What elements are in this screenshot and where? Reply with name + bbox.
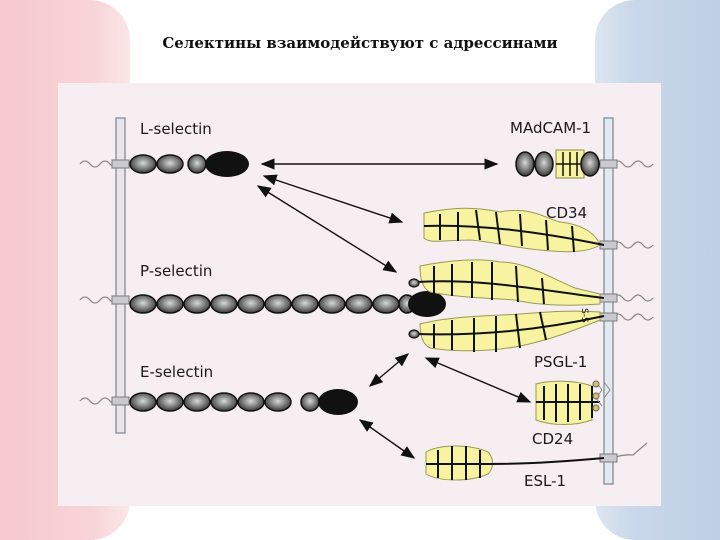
e-selectin-molecule — [129, 389, 358, 415]
left-cytoplasmic-tails — [79, 160, 121, 405]
l-selectin-molecule — [129, 151, 249, 177]
esl-1-molecule — [425, 445, 605, 481]
arrow-l-selectin-cd34 — [262, 174, 404, 224]
l-selectin-label: L-selectin — [140, 120, 212, 138]
e-selectin-label: E-selectin — [140, 363, 213, 381]
arrow-e-selectin-psgl1 — [368, 353, 410, 387]
arrow-psgl1-cd24 — [424, 357, 532, 403]
slide-title: Селектины взаимодействуют с адрессинами — [162, 34, 558, 52]
arrow-e-selectin-esl1 — [358, 419, 416, 459]
cd24-label: CD24 — [532, 430, 573, 448]
madcam-1-molecule — [515, 149, 600, 179]
arrow-l-selectin-psgl1 — [256, 185, 398, 273]
disulfide-label: S-S — [579, 308, 589, 323]
interaction-arrows — [256, 158, 532, 459]
esl-1-label: ESL-1 — [524, 472, 566, 490]
madcam-1-label: MAdCAM-1 — [510, 119, 591, 137]
psgl-1-label: PSGL-1 — [534, 353, 587, 371]
p-selectin-label: P-selectin — [140, 262, 212, 280]
cd34-label: CD34 — [546, 204, 587, 222]
cd24-molecule — [535, 380, 611, 425]
psgl-1-molecule: S-S — [408, 259, 605, 352]
p-selectin-molecule — [129, 291, 446, 317]
right-cytoplasmic-tails — [612, 160, 654, 459]
left-membrane — [115, 117, 126, 434]
cd34-molecule — [423, 207, 605, 253]
